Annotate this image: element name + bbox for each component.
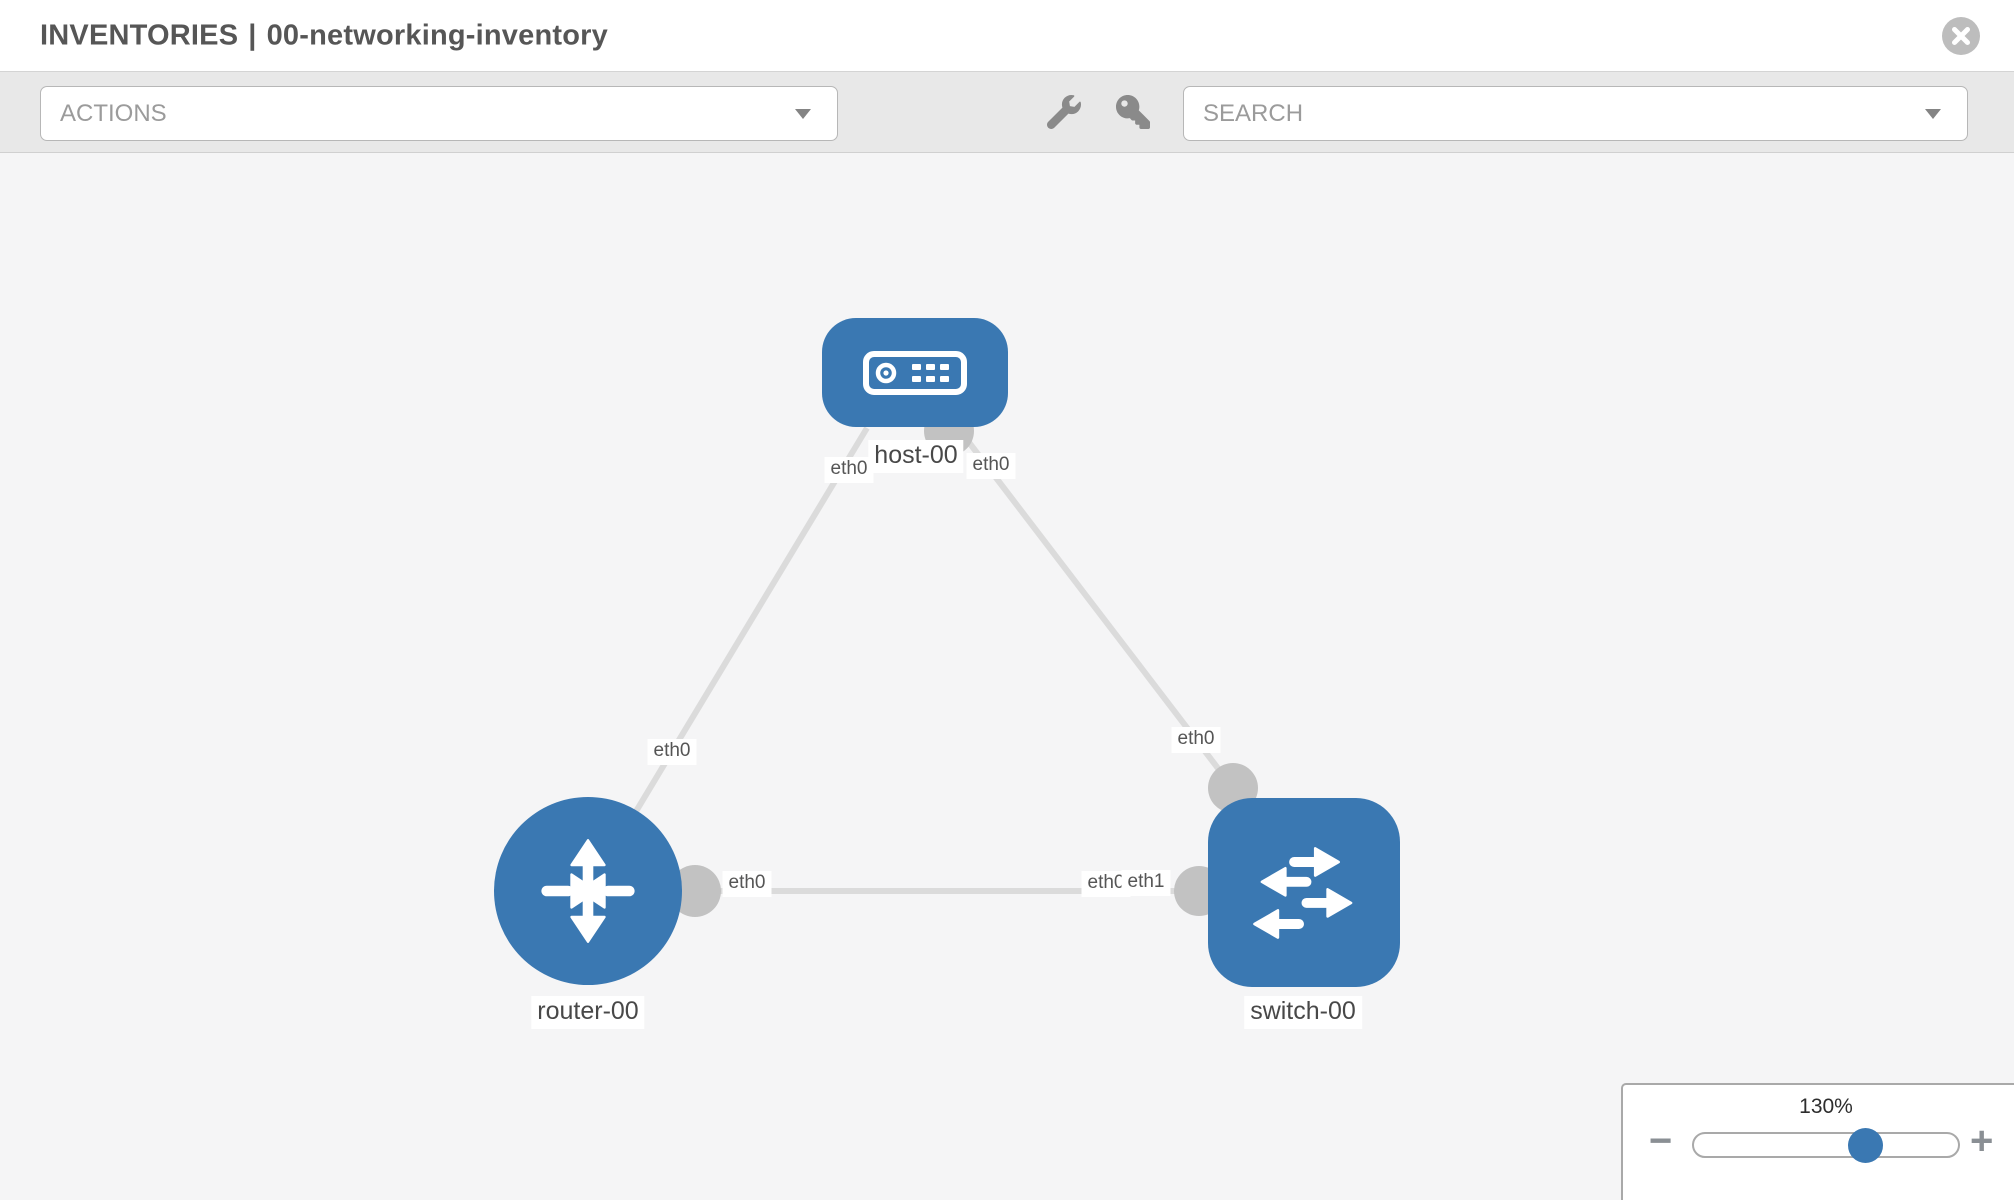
credentials-button[interactable] bbox=[1116, 95, 1150, 134]
node-label-switch: switch-00 bbox=[1244, 996, 1362, 1029]
router-icon bbox=[541, 839, 635, 943]
configure-tools-button[interactable] bbox=[1046, 95, 1081, 134]
interface-connector-router bbox=[669, 865, 721, 917]
zoom-slider-track[interactable] bbox=[1692, 1132, 1960, 1158]
title-separator: | bbox=[248, 19, 257, 51]
key-icon bbox=[1116, 95, 1150, 129]
close-icon bbox=[1952, 27, 1970, 45]
host-icon bbox=[863, 350, 967, 395]
node-host-00[interactable] bbox=[822, 318, 1008, 427]
node-switch-00[interactable] bbox=[1208, 798, 1400, 987]
toolbar: ACTIONS SEARCH bbox=[0, 72, 2014, 153]
actions-dropdown-label: ACTIONS bbox=[60, 99, 167, 127]
chevron-down-icon bbox=[1925, 108, 1941, 119]
search-dropdown[interactable]: SEARCH bbox=[1183, 86, 1968, 141]
zoom-control-panel: 130% − + bbox=[1621, 1083, 2014, 1200]
interface-label: eth0 bbox=[824, 457, 874, 483]
links-layer bbox=[585, 406, 1303, 917]
actions-dropdown[interactable]: ACTIONS bbox=[40, 86, 838, 141]
interface-label: eth1 bbox=[1121, 870, 1171, 896]
zoom-slider-thumb[interactable] bbox=[1848, 1128, 1883, 1163]
zoom-level-value: 130% bbox=[1799, 1095, 1853, 1118]
zoom-out-button[interactable]: − bbox=[1649, 1119, 1673, 1163]
breadcrumb-section: INVENTORIES bbox=[40, 19, 239, 51]
node-label-router: router-00 bbox=[531, 996, 645, 1029]
chevron-down-icon bbox=[795, 108, 811, 119]
interface-label: eth0 bbox=[722, 871, 772, 897]
search-placeholder: SEARCH bbox=[1203, 99, 1304, 127]
interface-label: eth0 bbox=[647, 739, 697, 765]
topology-canvas[interactable]: host-00 router-00 switch-00 eth0 eth0 et… bbox=[0, 153, 2014, 1200]
inventory-name: 00-networking-inventory bbox=[266, 19, 608, 51]
header: INVENTORIES | 00-networking-inventory bbox=[0, 0, 2014, 72]
switch-icon bbox=[1253, 846, 1353, 939]
close-button[interactable] bbox=[1942, 17, 1980, 55]
page-title: INVENTORIES | 00-networking-inventory bbox=[40, 19, 608, 52]
interface-label: eth0 bbox=[1171, 727, 1221, 753]
zoom-in-button[interactable]: + bbox=[1970, 1119, 1994, 1163]
interface-label: eth0 bbox=[966, 453, 1016, 479]
wrench-icon bbox=[1046, 95, 1081, 130]
node-label-host: host-00 bbox=[868, 440, 964, 473]
node-router-00[interactable] bbox=[494, 797, 682, 985]
